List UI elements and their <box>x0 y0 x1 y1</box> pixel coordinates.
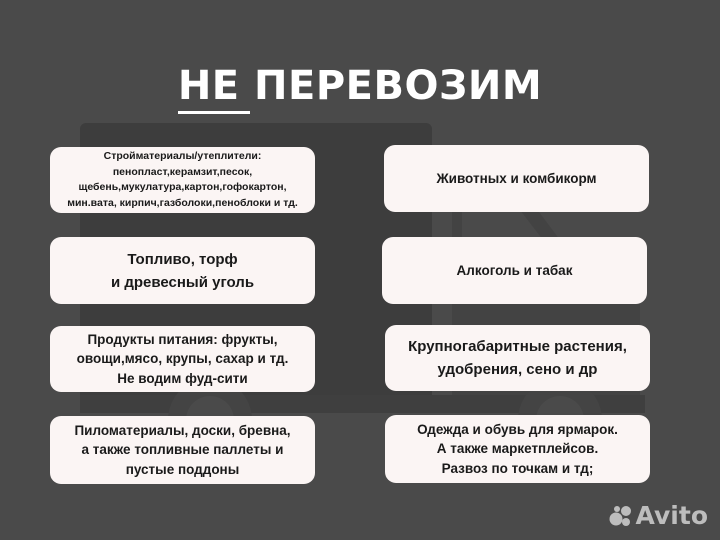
avito-watermark: Avito <box>609 501 708 530</box>
title-emphasis: НЕ <box>177 60 250 114</box>
card-fuel: Топливо, торф и древесный уголь <box>50 237 315 304</box>
card-lumber: Пиломатериалы, доски, бревна, а также то… <box>50 416 315 484</box>
avito-dots-icon <box>609 505 631 526</box>
card-building-materials: Стройматериалы/утеплители: пенопласт,кер… <box>50 147 315 213</box>
card-large-plants: Крупногабаритные растения, удобрения, се… <box>385 325 650 391</box>
avito-logo-text: Avito <box>635 501 708 530</box>
card-clothing: Одежда и обувь для ярмарок. А также марк… <box>385 415 650 483</box>
card-alcohol-tobacco: Алкоголь и табак <box>382 237 647 304</box>
card-food-products: Продукты питания: фрукты, овощи,мясо, кр… <box>50 326 315 392</box>
page-title: НЕ ПЕРЕВОЗИМ <box>0 60 720 114</box>
title-rest: ПЕРЕВОЗИМ <box>239 63 543 109</box>
card-animals: Животных и комбикорм <box>384 145 649 212</box>
